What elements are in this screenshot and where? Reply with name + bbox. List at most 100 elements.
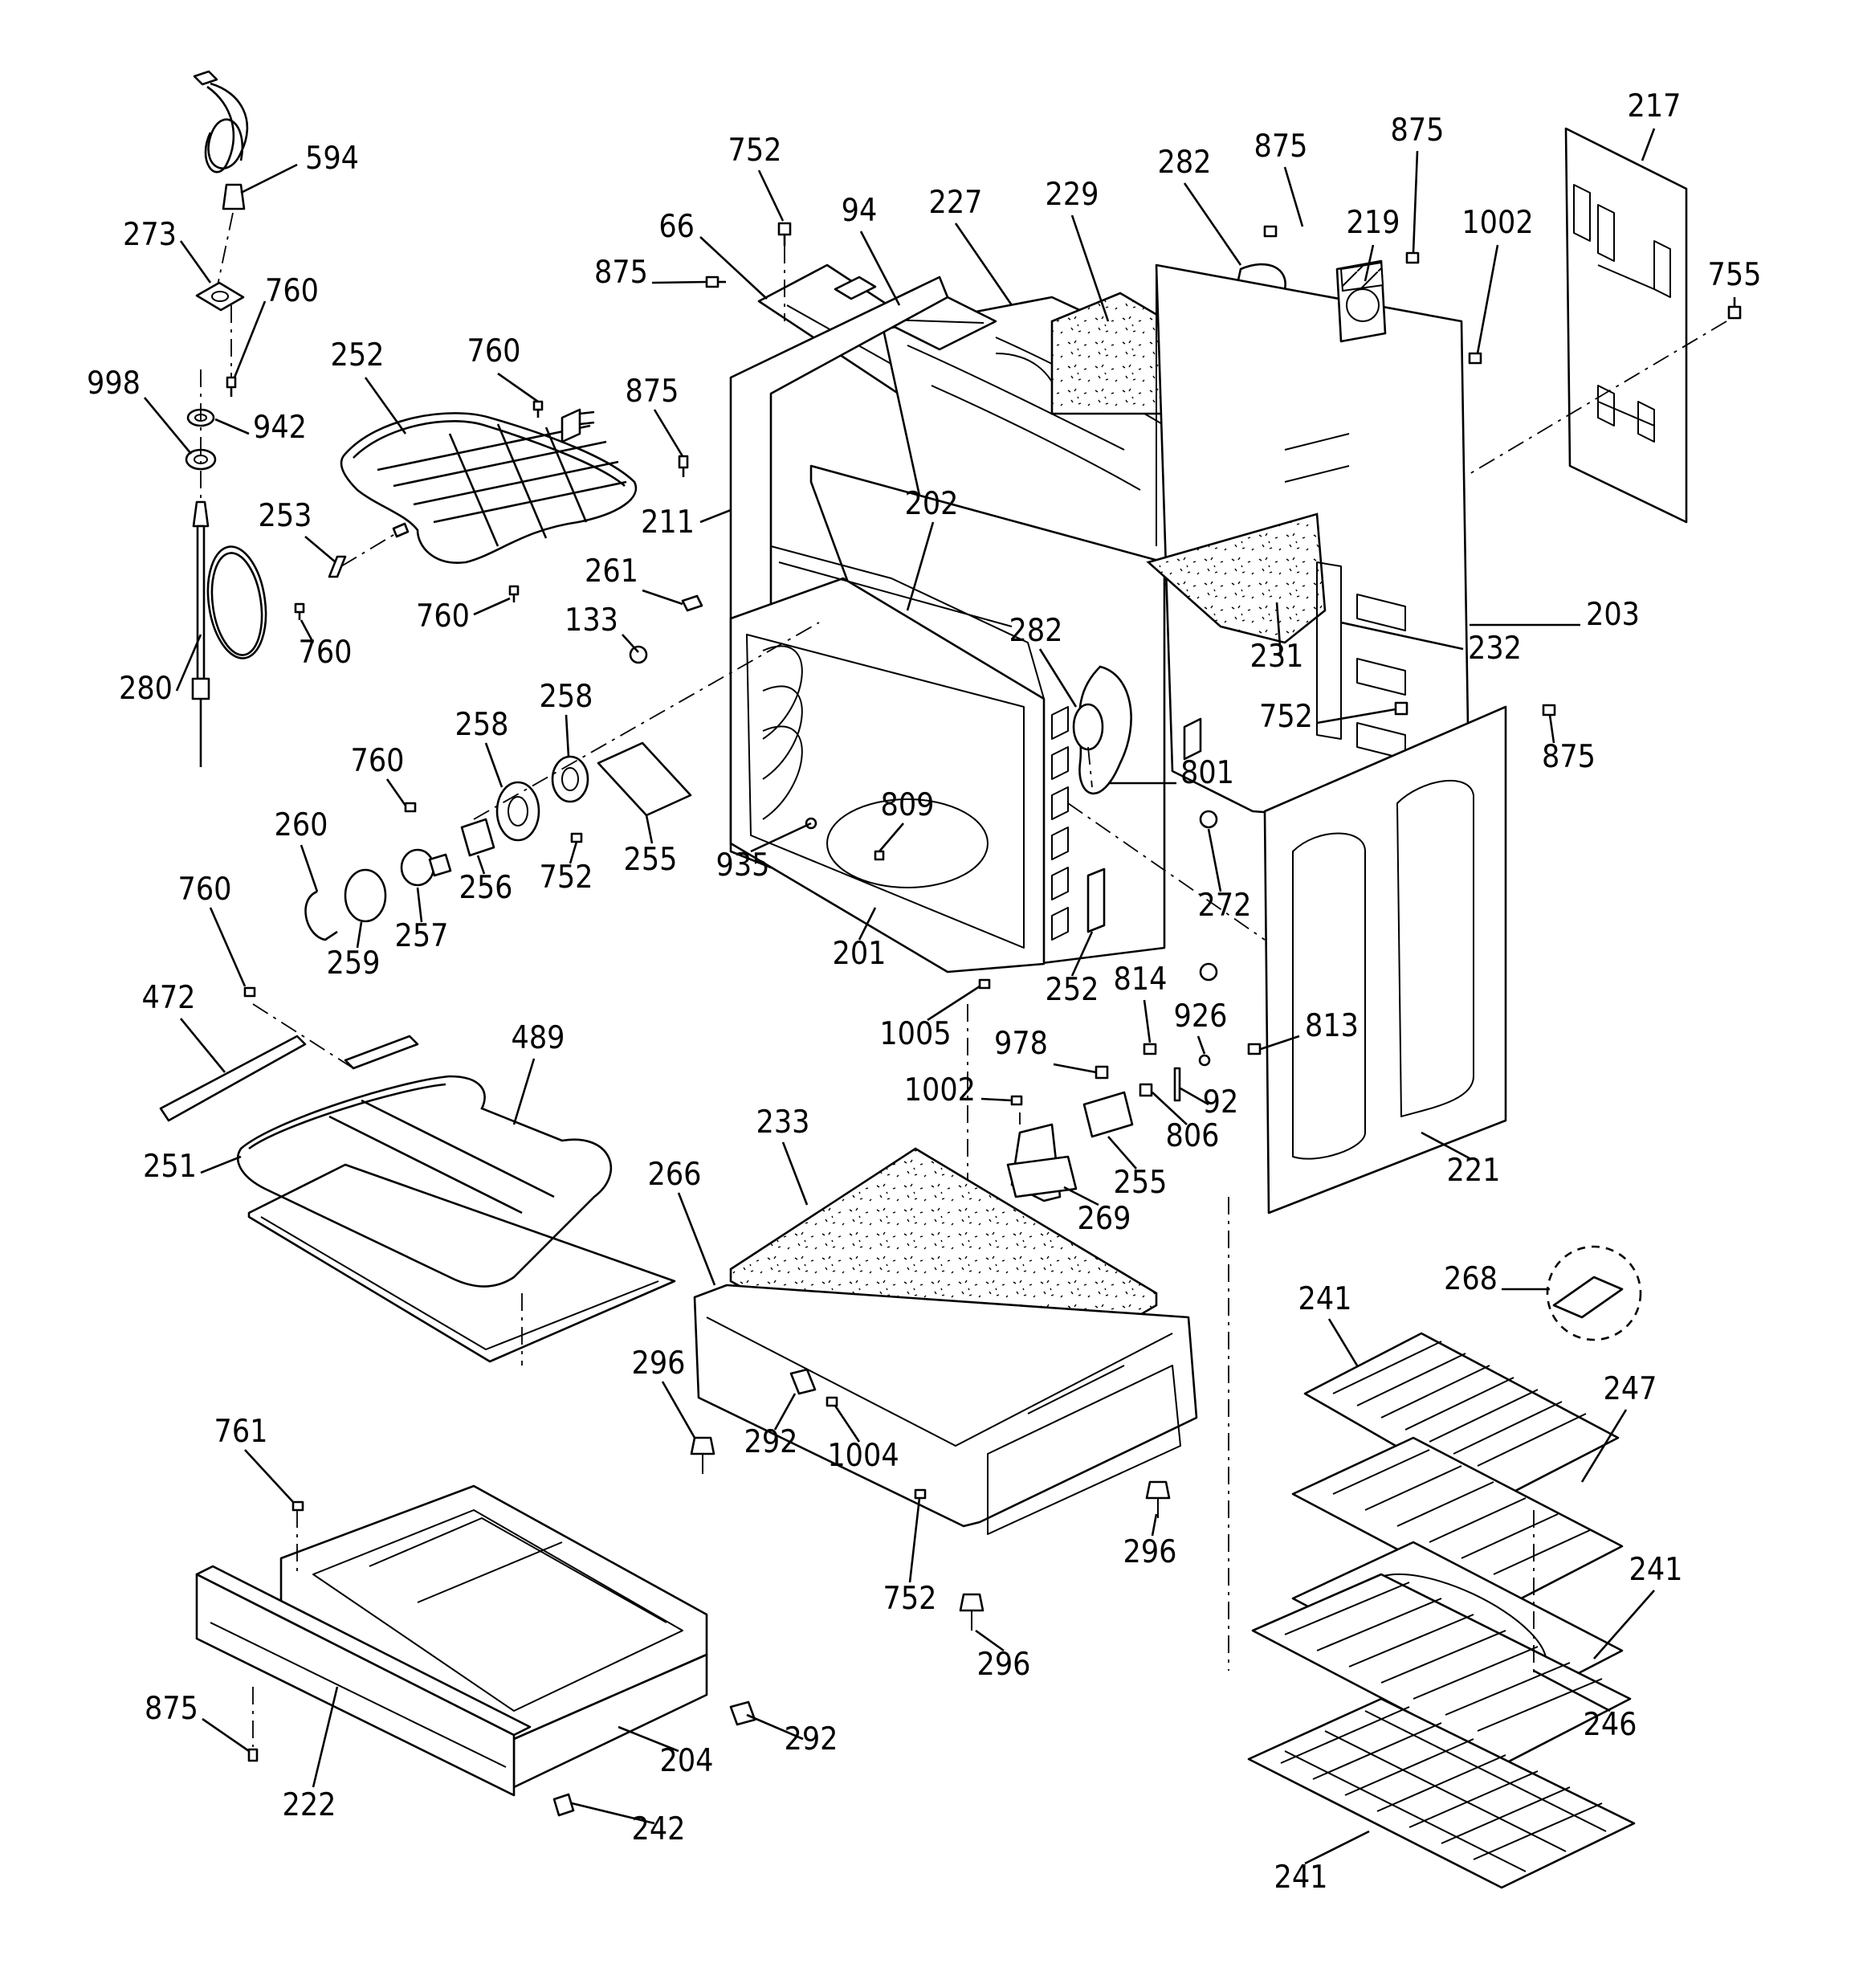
part-875-screw-f — [247, 1748, 259, 1762]
part-label-204: 204 — [660, 1743, 714, 1779]
part-1005-screw — [978, 978, 991, 990]
part-label-258a: 258 — [540, 679, 593, 715]
part-978-clip — [1095, 1065, 1109, 1080]
part-292-glide-b — [729, 1700, 756, 1726]
part-219-vent-cover — [1335, 259, 1387, 343]
part-label-241b: 241 — [1629, 1552, 1683, 1588]
part-label-875a: 875 — [1254, 129, 1308, 165]
part-label-752c: 752 — [540, 859, 593, 896]
part-label-261: 261 — [585, 553, 638, 590]
part-241-rack-bottom — [1247, 1697, 1636, 1889]
part-232-side-panel — [1316, 561, 1342, 740]
part-280-probe — [191, 500, 267, 767]
part-label-998: 998 — [87, 365, 141, 402]
part-label-253: 253 — [259, 498, 312, 534]
part-813-screw — [1247, 1043, 1262, 1055]
part-252-broil-element — [340, 408, 638, 564]
part-label-1002a: 1002 — [1461, 205, 1533, 241]
part-201-oven-cavity — [729, 464, 1166, 974]
leader-lines — [143, 128, 1736, 1865]
part-282-fan-assembly — [1072, 665, 1132, 794]
part-label-752d: 752 — [883, 1581, 937, 1617]
part-252-terminal-clip — [1086, 867, 1106, 933]
part-label-92: 92 — [1203, 1084, 1239, 1121]
part-label-813: 813 — [1305, 1008, 1359, 1044]
part-label-280: 280 — [119, 671, 173, 707]
part-label-255b: 255 — [1114, 1165, 1168, 1201]
part-label-282a: 282 — [1158, 145, 1212, 181]
part-472-support — [159, 1035, 307, 1122]
part-label-133: 133 — [565, 602, 618, 639]
part-label-594: 594 — [305, 141, 359, 177]
part-label-241a: 241 — [1298, 1281, 1352, 1317]
part-label-875c: 875 — [594, 255, 648, 291]
part-755-screw — [1469, 305, 1742, 475]
part-222-drawer-front — [195, 1565, 532, 1797]
part-label-942: 942 — [253, 410, 307, 446]
part-255-terminal-block — [1082, 1091, 1134, 1138]
part-label-221: 221 — [1447, 1153, 1501, 1189]
part-label-203: 203 — [1586, 597, 1640, 633]
part-label-201: 201 — [833, 936, 887, 972]
part-label-241c: 241 — [1274, 1859, 1328, 1896]
part-label-935: 935 — [716, 847, 770, 884]
part-926-washer — [1198, 1054, 1211, 1067]
part-label-755: 755 — [1708, 257, 1762, 293]
part-268-rack-slide-detail — [1546, 1245, 1642, 1341]
part-label-217: 217 — [1628, 88, 1682, 125]
part-label-202: 202 — [905, 486, 959, 522]
part-label-269: 269 — [1078, 1201, 1131, 1237]
part-261-clip — [681, 594, 703, 612]
part-label-296c: 296 — [977, 1647, 1031, 1683]
part-label-1005: 1005 — [879, 1016, 951, 1052]
part-296-leveler-c — [959, 1593, 984, 1631]
part-drawings — [159, 70, 1742, 1889]
part-label-252b: 252 — [1046, 972, 1099, 1008]
part-875-screw-b — [678, 455, 689, 477]
part-label-259: 259 — [327, 945, 381, 982]
part-label-247: 247 — [1604, 1371, 1657, 1407]
part-809-screw — [874, 850, 885, 861]
part-label-760f: 760 — [178, 872, 232, 908]
part-760-screw-a — [226, 376, 237, 397]
part-752-screw-a — [777, 222, 792, 321]
part-label-256: 256 — [459, 870, 513, 906]
part-label-66: 66 — [658, 209, 695, 245]
part-806-screw — [1139, 1083, 1153, 1097]
part-1004-screw — [826, 1396, 838, 1407]
part-92-pin — [1173, 1067, 1181, 1102]
part-489-bake-pan — [247, 1163, 676, 1363]
part-label-273: 273 — [123, 217, 177, 253]
part-label-489: 489 — [512, 1020, 565, 1056]
part-242-stop — [552, 1793, 575, 1817]
part-label-246: 246 — [1584, 1707, 1637, 1743]
part-label-1002b: 1002 — [904, 1072, 976, 1108]
part-label-211: 211 — [641, 504, 695, 541]
part-241-rack-middle — [1251, 1573, 1632, 1765]
part-label-472: 472 — [142, 980, 196, 1016]
part-594-sensor-harness — [193, 70, 249, 290]
part-label-268: 268 — [1444, 1261, 1498, 1297]
part-label-255a: 255 — [624, 842, 678, 878]
part-273-plate — [195, 281, 245, 312]
part-label-875b: 875 — [1391, 112, 1445, 149]
part-label-875e: 875 — [1542, 739, 1596, 775]
part-272-nut-pair — [1199, 810, 1218, 982]
part-label-222: 222 — [283, 1787, 336, 1823]
part-label-219: 219 — [1347, 205, 1400, 241]
part-label-926: 926 — [1174, 998, 1228, 1035]
part-label-232: 232 — [1468, 631, 1522, 667]
part-266-drawer-frame — [693, 1284, 1198, 1535]
part-259-lens — [344, 868, 387, 923]
part-label-242: 242 — [632, 1811, 686, 1847]
part-752-screw-b — [1394, 701, 1408, 716]
part-875-screw-d — [1405, 251, 1420, 264]
part-760-screw-d — [508, 585, 520, 602]
part-label-761: 761 — [214, 1414, 268, 1450]
part-133-nut — [629, 645, 648, 664]
part-label-292b: 292 — [785, 1721, 838, 1757]
part-label-752a: 752 — [728, 133, 782, 169]
part-label-272: 272 — [1198, 888, 1252, 924]
part-label-252a: 252 — [331, 337, 385, 374]
